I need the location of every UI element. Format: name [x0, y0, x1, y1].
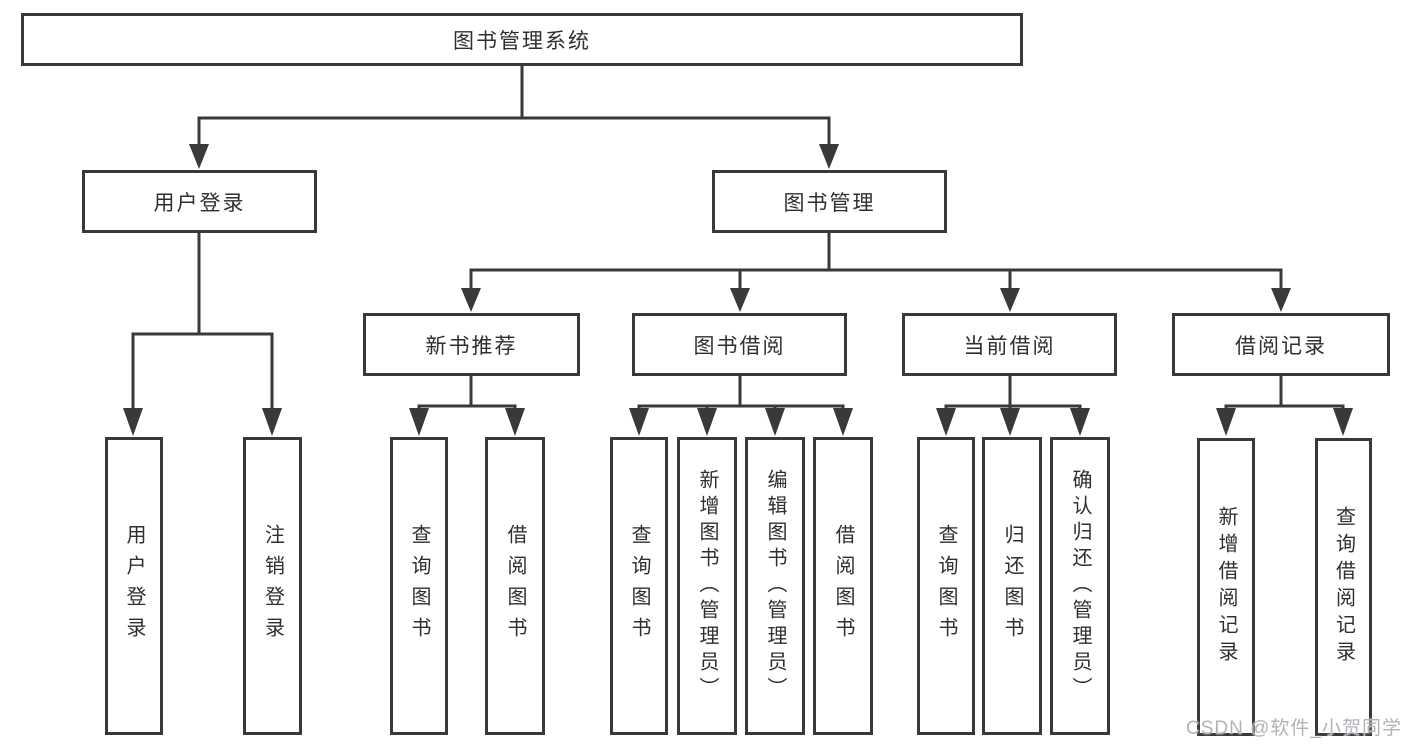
arrow-module-records: [1271, 288, 1291, 312]
connector-user-splitter: [131, 332, 274, 412]
arrow-leaf-current-2: [1000, 408, 1020, 436]
arrow-module-borrow: [730, 288, 750, 312]
arrow-module-newbook: [461, 288, 481, 312]
node-book-borrowing-label: 图书借阅: [693, 334, 786, 358]
node-root-label: 图书管理系统: [453, 29, 591, 53]
arrow-leaf-newbook-2: [505, 408, 525, 436]
leaf-confirm-return-admin: 确认归还（管理员）: [1050, 437, 1110, 735]
node-book-management-branch: 图书管理: [712, 170, 947, 233]
arrow-leaf-borrow-2: [697, 408, 717, 436]
node-new-book-recommend-label: 新书推荐: [425, 334, 518, 358]
leaf-edit-books-admin: 编辑图书（管理员）: [745, 437, 805, 735]
arrow-leaf-borrow-3: [765, 408, 785, 436]
arrow-leaf-user-1: [123, 408, 143, 436]
leaf-add-books-admin: 新增图书（管理员）: [677, 437, 737, 735]
leaf-add-borrow-record-label: 新增借阅记录: [1215, 506, 1237, 668]
connector-borrow-splitter: [637, 404, 845, 410]
leaf-borrow-query-books: 查询图书: [610, 437, 668, 735]
arrow-leaf-borrow-1: [629, 408, 649, 436]
arrow-book-branch: [819, 144, 839, 169]
connector-records-splitter: [1224, 404, 1345, 410]
leaf-borrow-books: 借阅图书: [813, 437, 873, 735]
leaf-newbook-query-books-label: 查询图书: [408, 524, 430, 648]
leaf-user-login-label: 用户登录: [123, 524, 145, 648]
leaf-newbook-borrow-books-label: 借阅图书: [504, 524, 526, 648]
leaf-add-books-admin-label: 新增图书（管理员）: [696, 469, 718, 703]
arrow-user-branch: [189, 144, 209, 169]
arrow-leaf-user-2: [262, 408, 282, 436]
node-borrowing-records: 借阅记录: [1172, 313, 1390, 376]
leaf-newbook-borrow-books: 借阅图书: [485, 437, 545, 735]
leaf-confirm-return-admin-label: 确认归还（管理员）: [1069, 469, 1091, 703]
leaf-borrow-query-books-label: 查询图书: [628, 524, 650, 648]
csdn-watermark: CSDN @软件_小贺同学: [1186, 718, 1402, 739]
connector-newbook-splitter: [417, 404, 517, 410]
arrow-leaf-newbook-1: [409, 408, 429, 436]
node-current-borrowing-label: 当前借阅: [963, 334, 1056, 358]
arrow-leaf-current-3: [1070, 408, 1090, 436]
node-book-management-label: 图书管理: [783, 191, 876, 215]
leaf-user-login: 用户登录: [105, 437, 163, 735]
node-book-borrowing: 图书借阅: [632, 313, 847, 376]
node-current-borrowing: 当前借阅: [902, 313, 1117, 376]
leaf-current-query-books-label: 查询图书: [935, 524, 957, 648]
leaf-edit-books-admin-label: 编辑图书（管理员）: [764, 469, 786, 703]
arrow-leaf-borrow-4: [833, 408, 853, 436]
leaf-query-borrow-record: 查询借阅记录: [1315, 438, 1372, 736]
leaf-logout-label: 注销登录: [261, 524, 284, 648]
arrow-module-current: [1000, 288, 1020, 312]
arrow-leaf-records-1: [1216, 408, 1236, 436]
node-user-login-label: 用户登录: [153, 191, 246, 215]
leaf-query-borrow-record-label: 查询借阅记录: [1332, 506, 1355, 668]
leaf-newbook-query-books: 查询图书: [390, 437, 448, 735]
arrow-leaf-current-1: [936, 408, 956, 436]
arrow-leaf-records-2: [1333, 408, 1353, 436]
leaf-borrow-books-label: 借阅图书: [832, 524, 854, 648]
leaf-return-books-label: 归还图书: [1001, 524, 1023, 648]
leaf-logout: 注销登录: [243, 437, 302, 735]
connector-book-splitter: [469, 268, 1283, 291]
node-user-login-branch: 用户登录: [82, 170, 317, 233]
node-root-system: 图书管理系统: [21, 13, 1023, 66]
leaf-current-query-books: 查询图书: [917, 437, 975, 735]
node-borrowing-records-label: 借阅记录: [1235, 334, 1327, 358]
leaf-add-borrow-record: 新增借阅记录: [1197, 438, 1255, 736]
connector-root-splitter: [197, 116, 831, 147]
node-new-book-recommend: 新书推荐: [363, 313, 580, 376]
leaf-return-books: 归还图书: [982, 437, 1042, 735]
